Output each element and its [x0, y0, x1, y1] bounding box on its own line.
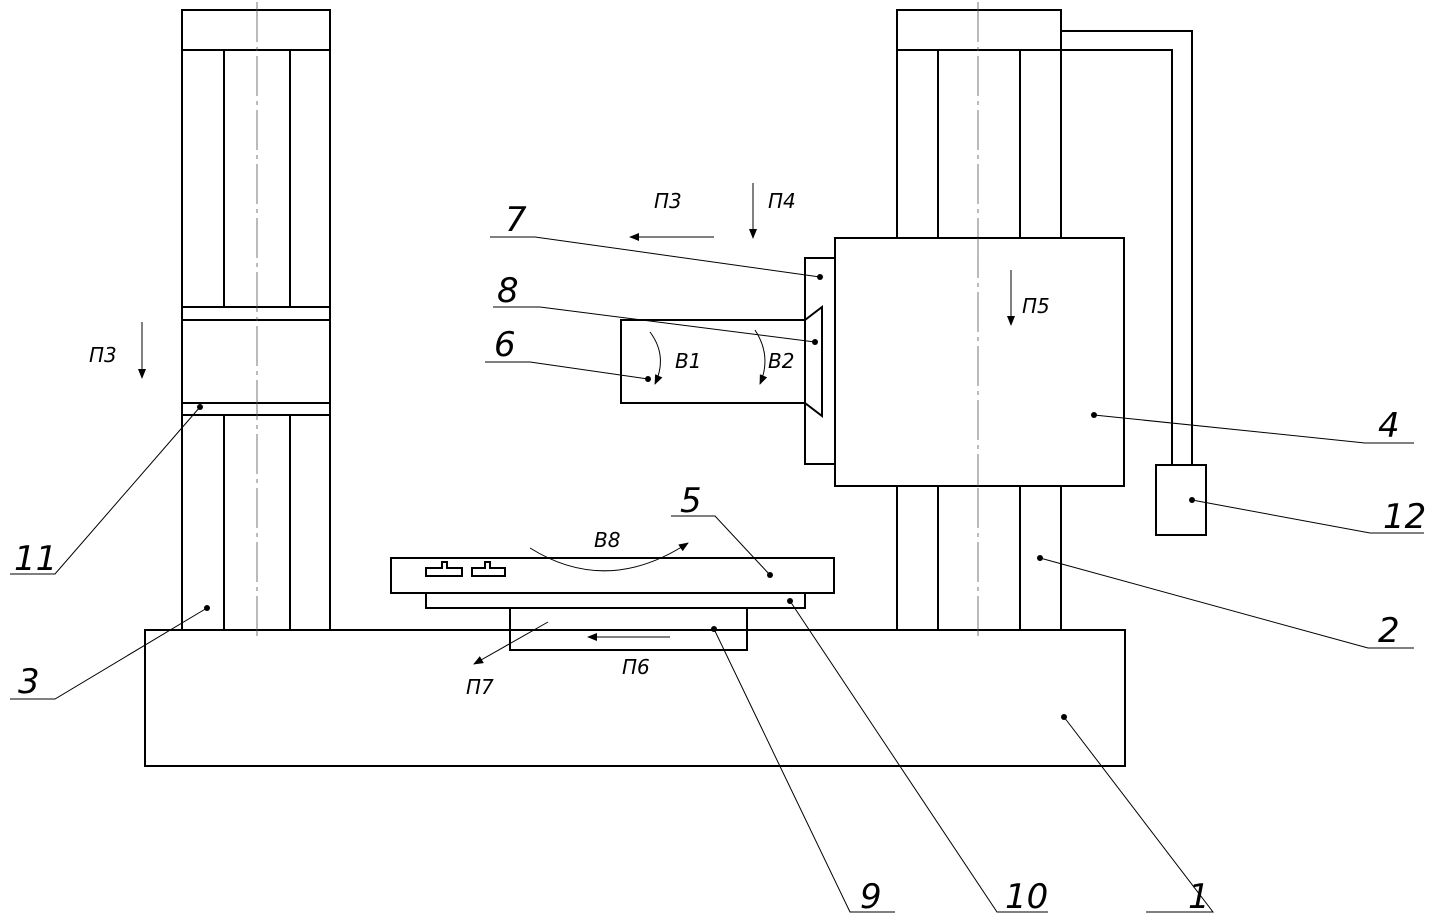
leaders: [10, 236, 1424, 913]
spindle-cone: [804, 304, 823, 419]
arrow-b8: [529, 542, 689, 572]
faceplate: [804, 257, 836, 465]
part-label-1: 1: [1188, 877, 1210, 917]
table-slide: [425, 592, 806, 609]
part-label-2: 2: [1378, 611, 1400, 651]
arrow-b2: [754, 329, 768, 385]
part-label-12: 12: [1383, 497, 1426, 537]
motion-label-p3-left: П3: [89, 343, 117, 367]
part-label-3: 3: [18, 662, 40, 702]
part-label-6: 6: [494, 325, 516, 365]
motion-label-b8: B8: [594, 528, 620, 552]
motion-label-b2: B2: [768, 349, 794, 373]
arrow-b1: [649, 331, 663, 385]
part-label-7: 7: [505, 200, 527, 240]
motion-label-b1: B1: [675, 349, 701, 373]
motion-label-p5: П5: [1022, 294, 1050, 318]
part-label-5: 5: [680, 481, 702, 521]
base-bed: [144, 629, 1126, 767]
motion-label-p6: П6: [622, 655, 650, 679]
arrow-p7: [473, 621, 549, 665]
cable-duct: [1061, 30, 1193, 465]
motion-label-p3-top: П3: [654, 189, 682, 213]
spindle-ram: [620, 319, 806, 404]
part-label-9: 9: [860, 877, 882, 917]
left-column: [181, 2, 331, 640]
motion-label-p4: П4: [768, 189, 796, 213]
part-label-4: 4: [1378, 406, 1400, 446]
motion-label-p7: П7: [466, 675, 494, 699]
part-label-10: 10: [1005, 877, 1048, 917]
control-box: [1155, 464, 1207, 536]
headstock: [834, 237, 1125, 487]
part-label-11: 11: [14, 539, 57, 579]
part-label-8: 8: [497, 271, 519, 311]
carriage: [509, 607, 748, 651]
